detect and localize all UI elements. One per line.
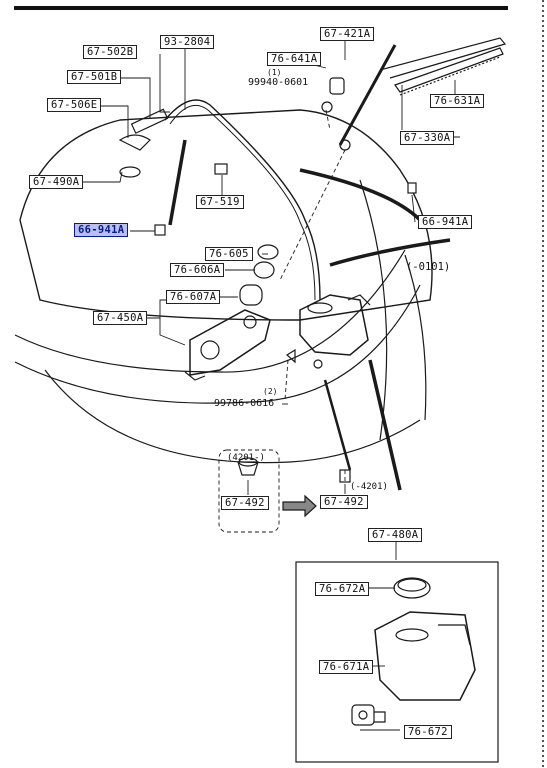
part-67-501B[interactable]: 67-501B [67, 70, 122, 84]
part-67-330A[interactable]: 67-330A [400, 131, 455, 145]
wiper-arm [338, 44, 397, 146]
part-67-519[interactable]: 67-519 [196, 195, 244, 209]
part-67-421A[interactable]: 67-421A [320, 27, 375, 41]
part-76-607A[interactable]: 76-607A [166, 290, 221, 304]
body-line-4 [404, 254, 427, 421]
part-66-941A[interactable]: 66-941A [418, 215, 473, 229]
part-67-490A[interactable]: 67-490A [29, 175, 84, 189]
part-67-492-left[interactable]: 67-492 [221, 496, 269, 510]
body-line-1 [14, 249, 406, 373]
part-67-480A[interactable]: 67-480A [368, 528, 423, 542]
part-67-506E[interactable]: 67-506E [47, 98, 102, 112]
part-93-2804[interactable]: 93-2804 [160, 35, 215, 49]
wiper-motor [189, 309, 271, 376]
body-line-5 [359, 179, 388, 441]
washer-hose [164, 99, 321, 301]
part-99786-0616[interactable]: 99786-0616 [214, 398, 275, 409]
direction-arrow [282, 494, 317, 518]
inset-tank [374, 611, 476, 701]
top-border [14, 6, 508, 10]
note-4201-to: (-4201) [350, 482, 388, 492]
wiper-blade [394, 47, 504, 93]
inset-frame [295, 561, 499, 763]
page-edge-perforation [542, 0, 544, 768]
part-76-605[interactable]: 76-605 [205, 247, 253, 261]
qty-99940-0601: (1) [267, 68, 282, 77]
note-4201-from: (4201-) [227, 453, 265, 463]
part-76-671A[interactable]: 76-671A [319, 660, 374, 674]
part-76-672[interactable]: 76-672 [404, 725, 452, 739]
part-76-672A[interactable]: 76-672A [315, 582, 370, 596]
part-76-641A[interactable]: 76-641A [267, 52, 322, 66]
washer-tank [299, 294, 369, 356]
body-line-3 [44, 369, 421, 464]
part-76-631A[interactable]: 76-631A [430, 94, 485, 108]
qty-99786-0616: (2) [263, 387, 278, 396]
part-67-450A[interactable]: 67-450A [93, 311, 148, 325]
washer-pump [351, 704, 375, 726]
body-line-2 [14, 284, 421, 404]
part-76-606A[interactable]: 76-606A [170, 263, 225, 277]
part-66-941A-highlighted[interactable]: 66-941A [74, 223, 129, 237]
part-67-502B[interactable]: 67-502B [83, 45, 138, 59]
nozzle [130, 108, 169, 134]
note-0101: (-0101) [406, 261, 451, 273]
part-67-492-right[interactable]: 67-492 [320, 495, 368, 509]
part-99940-0601[interactable]: 99940-0601 [248, 77, 309, 88]
